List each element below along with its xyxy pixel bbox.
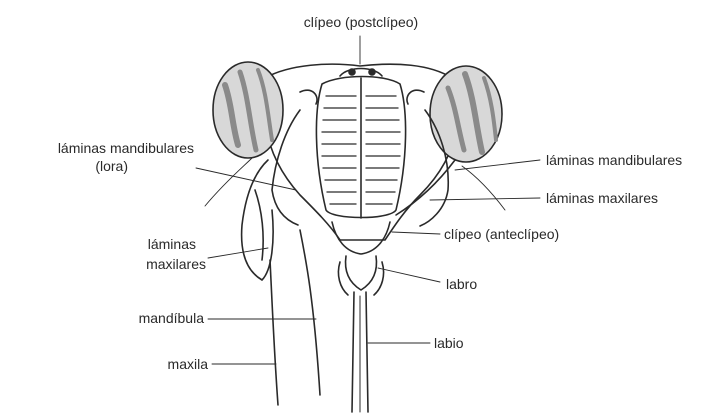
label-mandibular-plates-lora-line2: (lora) [10,158,128,175]
postclypeus [316,77,405,219]
label-maxillary-plates-right: láminas maxilares [546,190,658,207]
anteclypeus [332,222,390,254]
label-maxilla: maxila [120,356,208,373]
label-maxillary-plates-left-line2: maxilares [110,256,206,273]
label-mandible: mandíbula [100,310,204,327]
label-postclypeus: clípeo (postclípeo) [296,14,426,31]
label-mandibular-plates-lora-line1: láminas mandibulares [10,140,194,157]
labrum [346,256,377,290]
mandible-stylet [300,230,320,395]
left-maxillary-plate [242,160,274,280]
label-labrum: labro [446,276,477,293]
label-labium: labio [434,335,464,352]
right-maxillary-plate [396,160,455,215]
maxilla-stylet [270,260,278,405]
label-maxillary-plates-left-line1: láminas [120,236,196,253]
label-mandibular-plates-right: láminas mandibulares [546,152,682,169]
right-compound-eye [430,66,502,162]
labium [352,292,354,412]
left-compound-eye [213,62,283,158]
label-anteclypeus: clípeo (anteclípeo) [444,226,559,243]
